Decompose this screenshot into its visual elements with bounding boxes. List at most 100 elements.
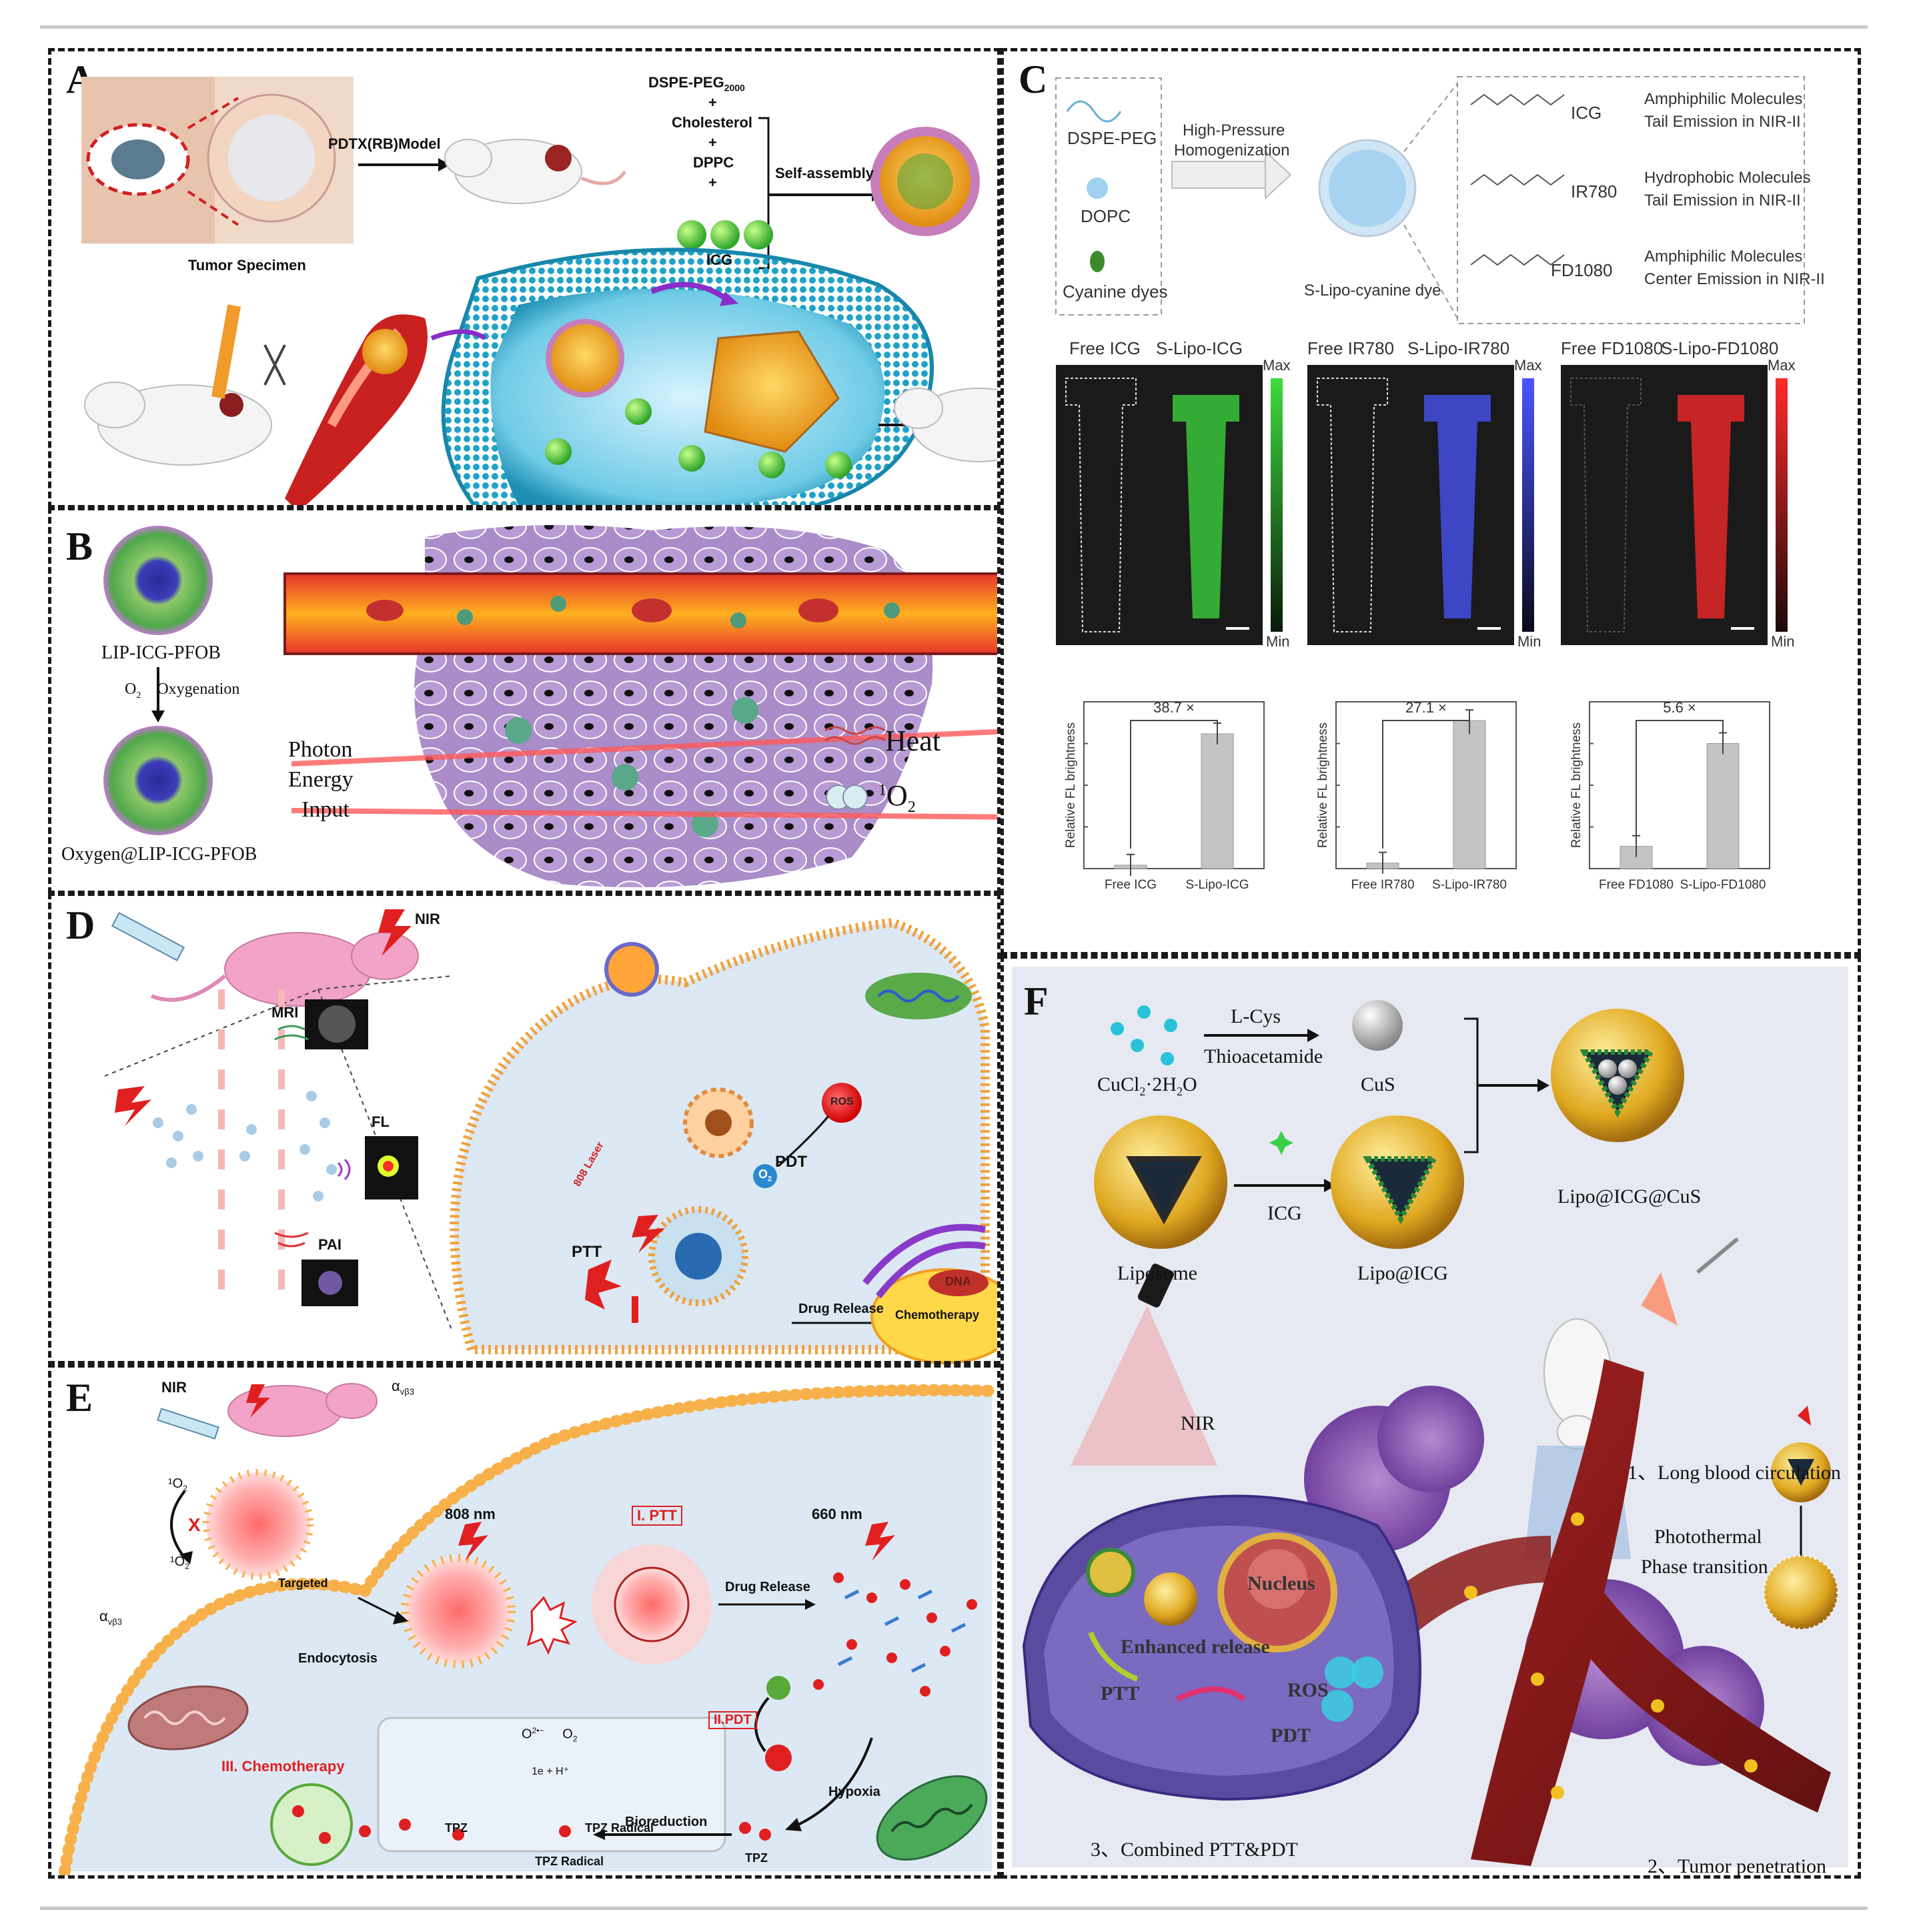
e-ptt-label: I. PTT xyxy=(632,1506,682,1526)
f-lipo-icg-label: Lipo@ICG xyxy=(1357,1262,1448,1284)
c-dye-row: IR780 Hydrophobic Molecules Tail Emissio… xyxy=(1571,165,1838,245)
panel-e: E xyxy=(48,1361,1001,1879)
c-max-label: Max xyxy=(1263,357,1291,374)
c-x-tick-label: Free FD1080 xyxy=(1599,878,1674,892)
cell-cross-section xyxy=(441,248,934,505)
heat-label: Heat xyxy=(885,724,941,757)
e-nir-label: NIR xyxy=(161,1379,187,1396)
input-label: Input xyxy=(301,797,350,822)
f-lipo-icg-cus-label: Lipo@ICG@CuS xyxy=(1557,1185,1702,1208)
e-tpz-radical-label: TPZ Radical xyxy=(585,1821,654,1835)
f-phase-transition-label: Phase transition xyxy=(1641,1556,1768,1578)
photon-label: Photon xyxy=(288,737,353,762)
d-mri-label: MRI xyxy=(271,1004,299,1021)
e-drug-release-label: Drug Release xyxy=(725,1580,810,1594)
panel-f-illustration xyxy=(1012,967,1848,1867)
f-thioacetamide-label: Thioacetamide xyxy=(1204,1045,1323,1067)
e-chemo-label: III. Chemotherapy xyxy=(221,1758,345,1775)
c-y-axis-label: Relative FL brightness xyxy=(1316,722,1330,848)
panel-f-letter: F xyxy=(1024,979,1049,1023)
c-min-label: Min xyxy=(1517,633,1541,650)
icg-label: ICG xyxy=(706,252,733,268)
c-hp-label-1: High-Pressure xyxy=(1183,121,1285,139)
self-assembly-label: Self-assembly xyxy=(775,165,874,181)
c-y-axis-label: Relative FL brightness xyxy=(1064,722,1078,848)
f-photothermal-label: Photothermal xyxy=(1654,1526,1762,1548)
syringe-icon xyxy=(211,304,241,399)
e-tpz2-label: TPZ xyxy=(745,1851,768,1865)
nir-lamp-icon xyxy=(1137,1264,1175,1308)
f-nucleus-label: Nucleus xyxy=(1247,1572,1315,1594)
c-colorbar xyxy=(1776,378,1788,632)
energy-label: Energy xyxy=(288,767,354,792)
d-ros-label: ROS xyxy=(830,1096,854,1107)
panel-e-illustration xyxy=(59,1383,997,1875)
plus-2: + xyxy=(708,134,717,151)
c-dye-name: IR780 xyxy=(1571,181,1618,201)
c-fl-image-0: Free ICG S-Lipo-ICG Max Min xyxy=(1056,338,1309,712)
c-x-tick-label: Free ICG xyxy=(1105,878,1157,892)
c-dye-line1: Hydrophobic Molecules xyxy=(1644,169,1811,187)
c-dye-row: FD1080 Amphiphilic Molecules Center Emis… xyxy=(1551,244,1838,324)
c-min-label: Min xyxy=(1771,633,1795,650)
e-hypoxia-label: Hypoxia xyxy=(828,1785,880,1799)
panel-c-letter: C xyxy=(1019,57,1048,101)
f-cucl-label: CuCl2·2H2O xyxy=(1097,1073,1197,1098)
lip-icg-pfob-label: LIP-ICG-PFOB xyxy=(101,642,221,663)
e-nanoparticle-1 xyxy=(203,1469,313,1580)
c-tube-image xyxy=(1570,378,1754,632)
oxygenation-label: O2 Oxygenation xyxy=(125,680,240,700)
panel-d: D xyxy=(48,893,1001,1368)
e-alphabeta-label-2: αvβ3 xyxy=(99,1608,122,1627)
cus-sphere xyxy=(1352,1000,1403,1051)
e-x-mark: X xyxy=(188,1514,201,1535)
plus-3: + xyxy=(708,174,717,191)
f-enhanced-release-label: Enhanced release xyxy=(1121,1636,1270,1658)
c-bar xyxy=(1453,720,1486,869)
d-drug-release-label: Drug Release xyxy=(798,1302,884,1316)
panel-a: A xyxy=(48,48,1001,508)
c-free-label: Free IR780 xyxy=(1307,338,1395,358)
panel-a-illustration xyxy=(81,77,997,505)
bottom-rule xyxy=(40,1907,1868,1910)
f-liposome-label: Liposome xyxy=(1117,1262,1197,1284)
c-dye-line2: Center Emission in NIR-II xyxy=(1644,270,1825,288)
c-max-label: Max xyxy=(1768,357,1796,374)
c-x-tick-label: S-Lipo-IR780 xyxy=(1432,878,1507,892)
f-pdt-label: PDT xyxy=(1271,1725,1311,1747)
cholesterol-label: Cholesterol xyxy=(672,114,753,131)
e-chemo-vesicle xyxy=(270,1783,353,1866)
c-x-tick-label: Free IR780 xyxy=(1351,878,1414,892)
singlet-oxygen-label: 1O2 xyxy=(878,779,916,816)
f-nir-label: NIR xyxy=(1181,1412,1215,1434)
c-max-label: Max xyxy=(1514,357,1542,374)
d-chemo-label: Chemotherapy xyxy=(895,1308,980,1322)
c-dye-line2: Tail Emission in NIR-II xyxy=(1644,113,1801,131)
c-dye-line1: Amphiphilic Molecules xyxy=(1644,248,1803,266)
c-chart-frame xyxy=(1589,701,1770,869)
c-free-label: Free ICG xyxy=(1069,338,1141,358)
e-bioreduction-label: Bioreduction xyxy=(625,1815,708,1829)
c-colorbar xyxy=(1271,378,1283,632)
c-x-tick-label: S-Lipo-ICG xyxy=(1185,878,1249,892)
panel-f: F L-Cys Thioacetamide CuCl2·2H2O CuS ICG… xyxy=(1001,955,1861,1879)
panel-b: B xyxy=(48,507,1001,894)
mouse-icon-left xyxy=(84,382,272,466)
c-bar xyxy=(1201,733,1234,869)
pdtx-model-label: PDTX(RB)Model xyxy=(328,135,441,152)
f-long-blood-label: 1、Long blood circulation xyxy=(1628,1462,1841,1484)
f-ros-label: ROS xyxy=(1287,1679,1329,1701)
c-s-lipo-label: S-Lipo-cyanine dye xyxy=(1304,282,1441,300)
c-tube-image xyxy=(1065,378,1249,632)
c-lipo-label: S-Lipo-FD1080 xyxy=(1661,338,1779,358)
e-superoxide-label: O2•− O2 xyxy=(522,1726,578,1744)
e-tpz-radical2-label: TPZ Radical xyxy=(535,1855,604,1868)
panel-c-schematic xyxy=(1055,76,1805,324)
f-tumor-penetration-label: 2、Tumor penetration xyxy=(1648,1855,1827,1877)
f-ptt-label: PTT xyxy=(1101,1682,1140,1705)
mouse-icon-top xyxy=(444,139,627,204)
